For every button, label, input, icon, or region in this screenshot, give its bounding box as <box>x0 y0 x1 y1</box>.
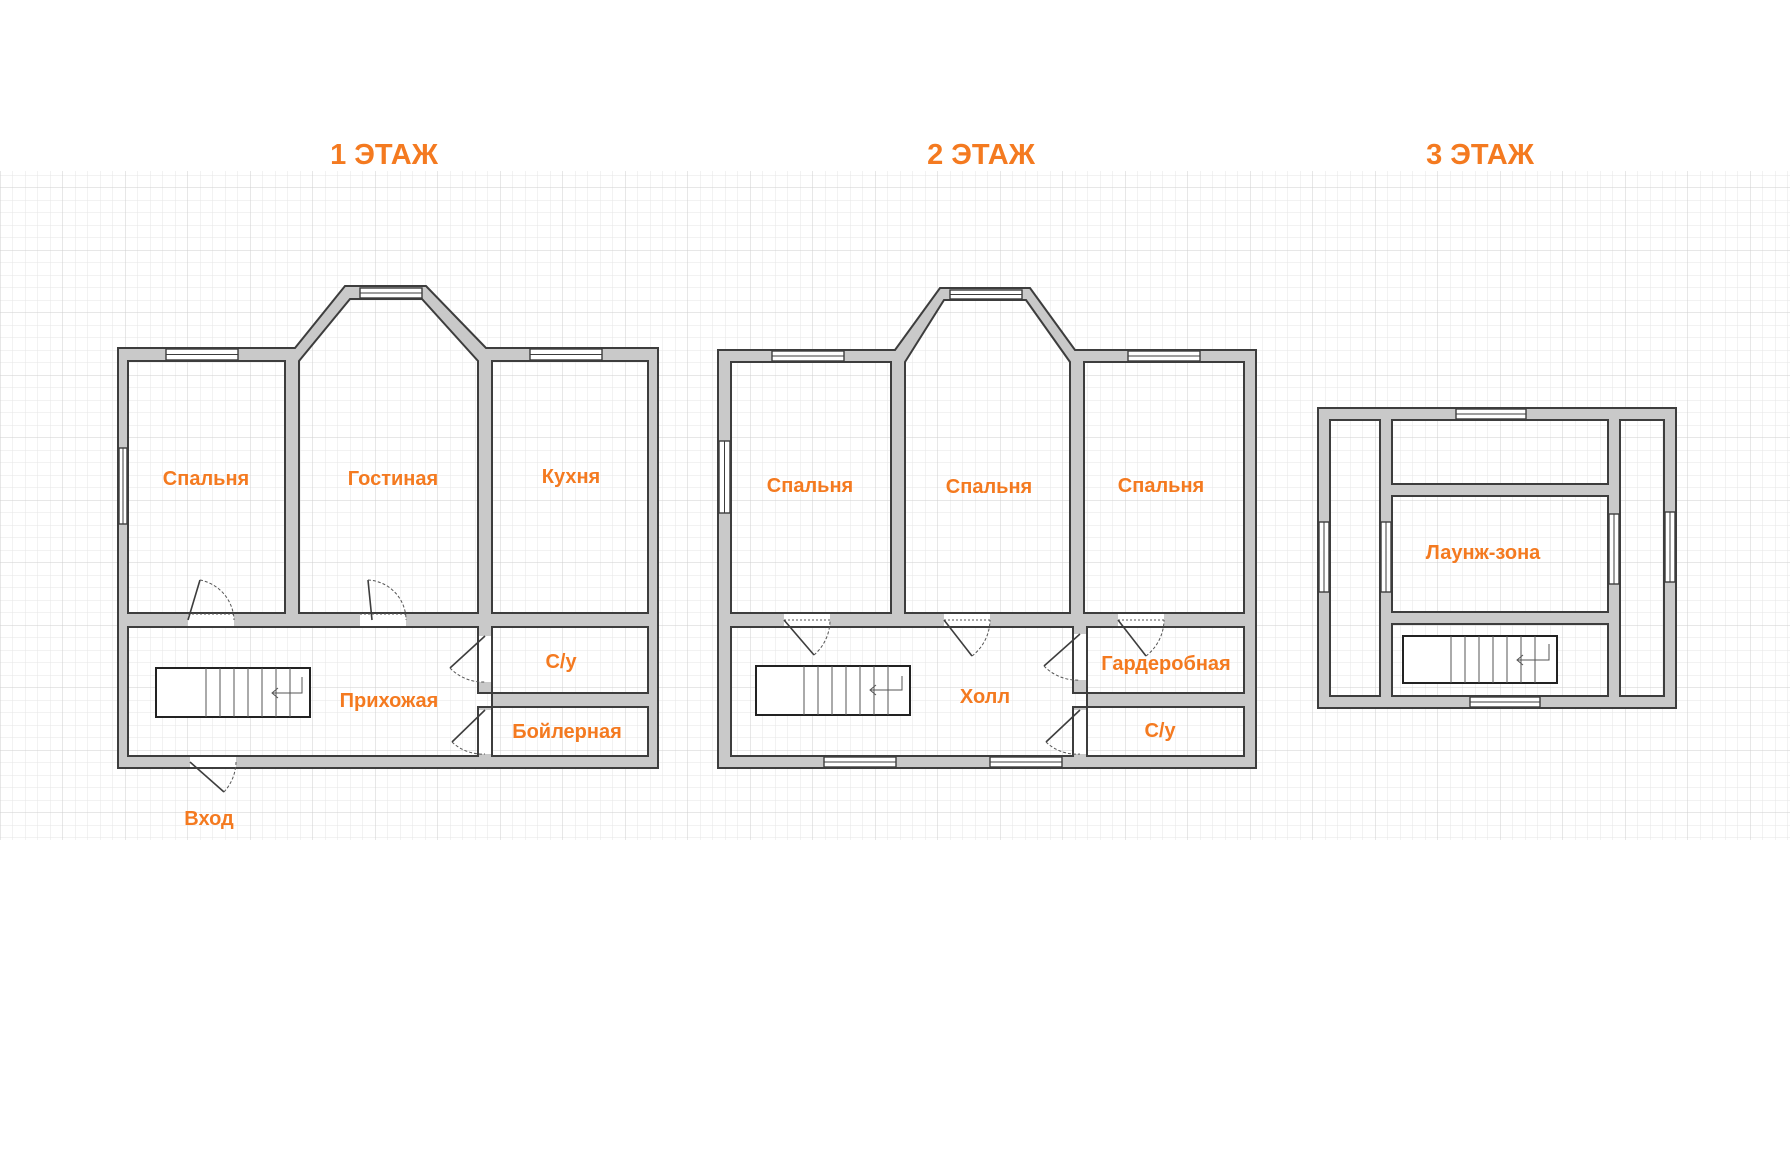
room-label-bedroom-left: Спальня <box>767 475 853 497</box>
door <box>449 635 491 683</box>
room-label-living-room: Гостиная <box>348 468 438 490</box>
window <box>989 756 1063 768</box>
door <box>1045 709 1086 755</box>
window <box>1664 511 1676 583</box>
door <box>783 614 831 656</box>
door <box>943 614 991 657</box>
room-label-lounge: Лаунж-зона <box>1426 542 1541 564</box>
room-label-bedroom-center: Спальня <box>946 476 1032 498</box>
window <box>1318 521 1330 593</box>
room-label-wardrobe: Гардеробная <box>1101 653 1230 675</box>
room-label-bathroom: С/у <box>1144 720 1176 742</box>
staircase <box>155 667 311 718</box>
room-label-hall: Холл <box>960 686 1010 708</box>
window <box>359 287 423 299</box>
window <box>718 440 731 514</box>
floor-1-plan <box>117 285 659 793</box>
window <box>165 348 239 361</box>
floor-3-plan <box>1317 407 1677 709</box>
room-label-bedroom: Спальня <box>163 468 249 490</box>
window <box>1469 696 1541 708</box>
room-label-bedroom-right: Спальня <box>1118 475 1204 497</box>
window <box>529 348 603 361</box>
entrance-label: Вход <box>184 808 234 830</box>
door <box>1043 633 1086 681</box>
window <box>823 756 897 768</box>
floor-2-title: 2 ЭТАЖ <box>927 139 1036 171</box>
door <box>451 709 491 755</box>
window <box>771 350 845 362</box>
window <box>1608 513 1620 585</box>
window <box>118 447 128 525</box>
room-label-bathroom: С/у <box>545 651 577 673</box>
window <box>1380 521 1392 593</box>
door <box>187 579 235 626</box>
window <box>1127 350 1201 362</box>
floor-2-plan <box>717 287 1257 769</box>
room-labels: Спальня Гостиная Кухня С/у Прихожая Бойл… <box>163 466 1541 830</box>
floor-1-title: 1 ЭТАЖ <box>330 139 439 171</box>
floor-3-title: 3 ЭТАЖ <box>1426 139 1535 171</box>
door <box>1117 614 1165 657</box>
floor-titles: 1 ЭТАЖ 2 ЭТАЖ 3 ЭТАЖ <box>330 139 1535 171</box>
staircase <box>755 665 911 716</box>
window <box>949 289 1023 300</box>
window <box>1455 408 1527 420</box>
entrance-door <box>189 757 237 793</box>
staircase <box>1402 635 1558 684</box>
room-label-hallway: Прихожая <box>340 690 439 712</box>
door <box>360 579 407 626</box>
room-label-boiler-room: Бойлерная <box>512 721 622 743</box>
room-label-kitchen: Кухня <box>542 466 600 488</box>
